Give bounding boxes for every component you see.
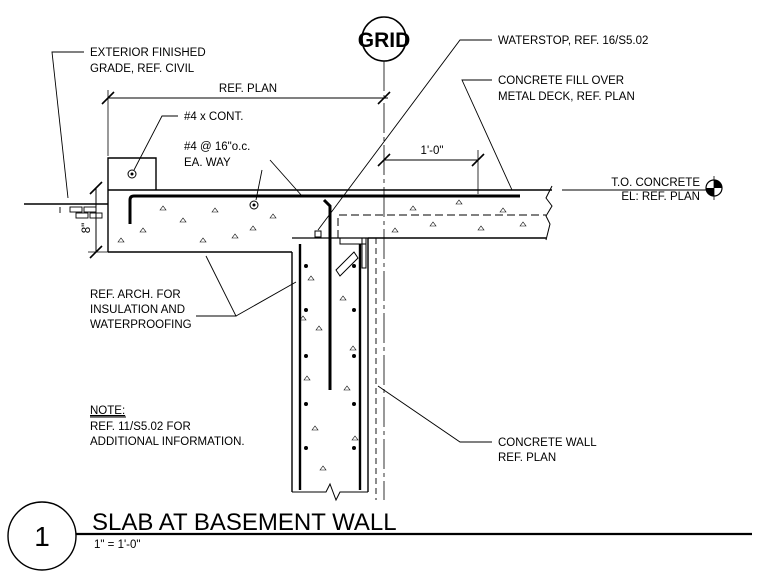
concrete-wall — [291, 237, 377, 502]
ref-plan-dimension-text: REF. PLAN — [219, 83, 277, 95]
note-waterstop: WATERSTOP, REF. 16/S5.02 — [317, 35, 648, 231]
exterior-grade-line-1: EXTERIOR FINISHED — [90, 47, 206, 59]
exterior-grade-line-2: GRADE, REF. CIVIL — [90, 63, 195, 75]
to-concrete-text: T.O. CONCRETE — [611, 177, 700, 189]
dimension-1ft: 1'-0" — [377, 145, 485, 194]
ref-arch-line-2: INSULATION AND — [90, 304, 185, 316]
detail-scale: 1" = 1'-0" — [94, 539, 140, 551]
concrete-wall-line-1: CONCRETE WALL — [498, 437, 597, 449]
bar-cont-text: #4 x CONT. — [184, 111, 243, 123]
note-ref-arch: REF. ARCH. FOR INSULATION AND WATERPROOF… — [90, 255, 297, 331]
note-label: NOTE: — [90, 405, 125, 417]
one-foot-dimension-text: 1'-0" — [421, 145, 444, 157]
concrete-fill-line-1: CONCRETE FILL OVER — [498, 75, 624, 87]
detail-title: SLAB AT BASEMENT WALL — [92, 509, 397, 536]
note-bar-cont: #4 x CONT. — [133, 111, 243, 171]
note-exterior-grade: EXTERIOR FINISHED GRADE, REF. CIVIL — [51, 47, 206, 199]
note-body-line-1: REF. 11/S5.02 FOR — [90, 421, 191, 433]
concrete-wall-line-2: REF. PLAN — [498, 452, 556, 464]
title-block: 1 SLAB AT BASEMENT WALL 1" = 1'-0" — [7, 501, 752, 571]
ref-arch-line-3: WATERPROOFING — [90, 319, 192, 331]
bar-spacing-line-2: EA. WAY — [184, 157, 231, 169]
grid-bubble-label: GRID — [358, 29, 411, 52]
grid-marker: GRID — [358, 16, 411, 500]
detail-number: 1 — [34, 521, 50, 552]
waterstop-text: WATERSTOP, REF. 16/S5.02 — [498, 35, 648, 47]
exterior-grade — [24, 203, 108, 219]
general-note: NOTE: REF. 11/S5.02 FOR ADDITIONAL INFOR… — [90, 405, 245, 448]
bar-spacing-line-1: #4 @ 16"o.c. — [184, 141, 250, 153]
el-ref-plan-text: EL: REF. PLAN — [621, 191, 700, 203]
dimension-ref-plan: REF. PLAN — [101, 83, 391, 156]
note-concrete-wall: CONCRETE WALL REF. PLAN — [377, 385, 597, 464]
waterstop — [314, 230, 367, 277]
concrete-aggregate-hatch — [117, 199, 527, 471]
reinforcing-bars — [127, 169, 520, 490]
ref-arch-line-1: REF. ARCH. FOR — [90, 289, 181, 301]
concrete-fill-line-2: METAL DECK, REF. PLAN — [498, 91, 635, 103]
top-of-concrete-marker: T.O. CONCRETE EL: REF. PLAN — [562, 176, 723, 203]
dimension-8in: 8" — [81, 181, 108, 259]
eight-inch-dimension-text: 8" — [81, 223, 93, 233]
note-concrete-fill: CONCRETE FILL OVER METAL DECK, REF. PLAN — [461, 75, 635, 191]
note-bar-spacing: #4 @ 16"o.c. EA. WAY — [184, 141, 303, 201]
note-body-line-2: ADDITIONAL INFORMATION. — [90, 436, 245, 448]
